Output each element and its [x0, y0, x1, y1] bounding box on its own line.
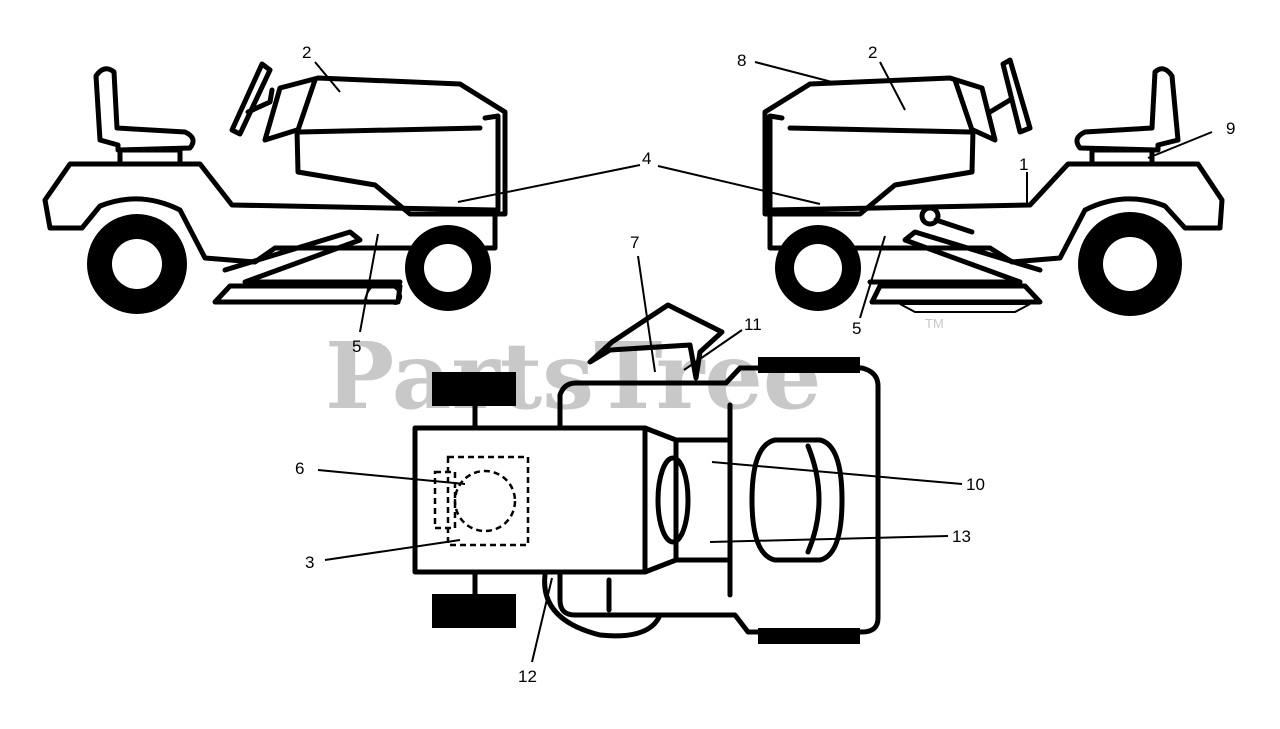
callout-2-left: 2 — [302, 43, 311, 62]
left-rear-wheel-hub — [112, 239, 162, 289]
leader-3 — [324, 539, 461, 561]
right-seat — [1074, 66, 1181, 153]
leader-5-right — [859, 235, 886, 319]
leader-4-right — [657, 165, 821, 205]
callout-9: 9 — [1226, 119, 1235, 138]
left-front-wheel-hub — [424, 244, 472, 292]
left-steering-wheel — [229, 61, 273, 137]
watermark-trademark: TM — [925, 316, 944, 331]
right-lever-knob — [919, 205, 941, 227]
leader-6 — [317, 469, 466, 485]
leader-9 — [1147, 131, 1213, 159]
top-front-wheel-lower — [432, 594, 516, 628]
top-seat — [749, 437, 845, 563]
top-dash-front — [642, 425, 679, 575]
right-mower-deck — [869, 283, 1043, 305]
leader-2-left — [314, 61, 341, 93]
left-deck-lever — [363, 282, 403, 306]
right-hood-grille — [767, 113, 785, 213]
top-body-outline — [557, 365, 881, 635]
top-engine-circle-dashed — [453, 469, 517, 533]
top-engine-cover-dashed — [446, 455, 530, 547]
callout-6: 6 — [295, 459, 304, 478]
right-hood-line — [787, 125, 973, 135]
right-foot-ramp — [867, 229, 1043, 285]
right-steering-wheel — [1000, 57, 1033, 135]
callout-1: 1 — [1019, 155, 1028, 174]
callout-2-right: 2 — [868, 43, 877, 62]
callout-8: 8 — [737, 51, 746, 70]
top-seat-back — [805, 443, 822, 555]
left-hood-line — [297, 125, 483, 135]
right-hood-edge — [952, 77, 975, 133]
right-lever — [933, 217, 975, 235]
left-hood-grille — [482, 113, 501, 213]
callout-7: 7 — [630, 233, 639, 252]
left-hood — [262, 75, 508, 217]
top-fuel-cap — [655, 455, 691, 545]
left-body-fender — [42, 161, 498, 265]
right-rear-wheel-hub — [1103, 237, 1157, 291]
tractor-left-side-view — [42, 61, 508, 314]
callout-10: 10 — [966, 475, 985, 494]
leader-2-right — [879, 61, 906, 111]
top-front-wheel-upper — [432, 372, 516, 406]
top-hood — [412, 425, 648, 575]
right-deck-skirt — [899, 303, 1031, 313]
top-steering-dash — [587, 302, 725, 381]
top-rear-wheel-upper — [758, 357, 860, 373]
right-steering-column — [987, 97, 1013, 115]
leader-10 — [711, 461, 963, 485]
leader-12 — [531, 577, 553, 663]
left-steering-column — [245, 87, 275, 115]
callout-4: 4 — [642, 149, 651, 168]
left-mower-deck — [212, 283, 403, 305]
callout-13: 13 — [952, 527, 971, 546]
top-engine-side-dashed — [433, 470, 457, 530]
callout-3: 3 — [305, 553, 314, 572]
tractor-top-view — [412, 302, 881, 644]
right-hood — [762, 75, 998, 217]
leader-5-left — [359, 233, 379, 333]
top-console — [673, 437, 733, 563]
callout-11: 11 — [744, 315, 762, 334]
leader-8 — [754, 61, 833, 83]
callout-5-left: 5 — [352, 337, 361, 356]
callout-labels: 2 4 5 5 8 2 9 1 7 11 6 3 10 13 12 — [295, 43, 1235, 686]
leader-lines — [314, 61, 1213, 663]
right-front-wheel-hub — [794, 244, 842, 292]
callout-12: 12 — [518, 667, 537, 686]
left-foot-ramp — [222, 229, 403, 285]
callout-5-right: 5 — [852, 319, 861, 338]
leader-11 — [683, 329, 743, 371]
leader-4-left — [457, 164, 641, 203]
leader-13 — [709, 535, 949, 543]
tractor-right-side-view — [762, 57, 1225, 316]
left-seat — [93, 66, 196, 153]
left-hood-edge — [295, 77, 318, 133]
leader-7 — [637, 255, 656, 373]
watermark-text: PartsTree — [325, 322, 821, 430]
